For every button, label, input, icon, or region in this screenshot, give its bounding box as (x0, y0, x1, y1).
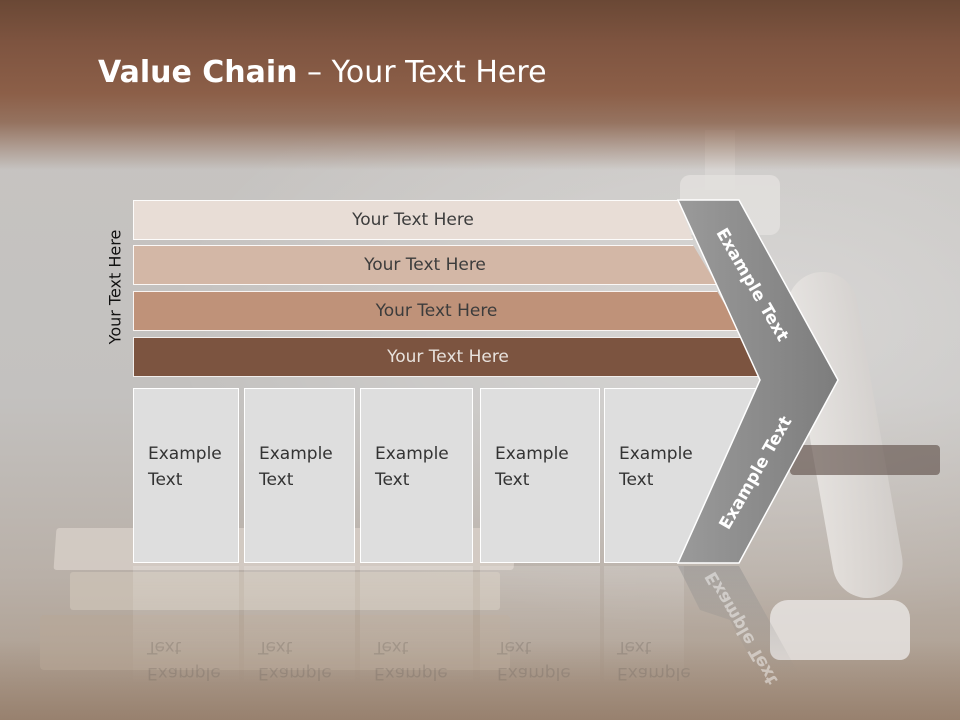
box-line-1: Example (375, 444, 449, 464)
bar-label: Your Text Here (364, 255, 486, 275)
header-band (0, 0, 960, 170)
box-line-1: Example (619, 444, 693, 464)
box-line-1: Example (259, 444, 333, 464)
activity-box-2: Example Text (244, 388, 355, 563)
value-bar-4: Your Text Here (133, 337, 763, 377)
book-image (40, 615, 510, 670)
activity-box-1: Example Text (133, 388, 239, 563)
title-bold: Value Chain (98, 55, 298, 90)
value-bar-1: Your Text Here (133, 200, 693, 240)
activity-box-4: Example Text (480, 388, 600, 563)
box-line-2: Text (619, 470, 654, 490)
page-title: Value Chain – Your Text Here (98, 55, 547, 90)
box-line-2: Text (259, 470, 294, 490)
book-image (70, 572, 500, 610)
microscope-stage-image (790, 445, 940, 475)
box-line-2: Text (495, 470, 530, 490)
bar-label: Your Text Here (375, 301, 498, 321)
value-bar-3: Your Text Here (133, 291, 740, 331)
box-line-1: Example (495, 444, 569, 464)
bar-label: Your Text Here (352, 210, 474, 230)
title-rest: – Your Text Here (297, 55, 547, 90)
value-bar-2: Your Text Here (133, 245, 717, 285)
bar-label: Your Text Here (387, 347, 509, 367)
box-line-2: Text (375, 470, 410, 490)
box-line-1: Example (148, 444, 222, 464)
activity-box-3: Example Text (360, 388, 473, 563)
side-label: Your Text Here (105, 229, 125, 345)
box-line-2: Text (148, 470, 183, 490)
microscope-base-image (770, 600, 910, 660)
